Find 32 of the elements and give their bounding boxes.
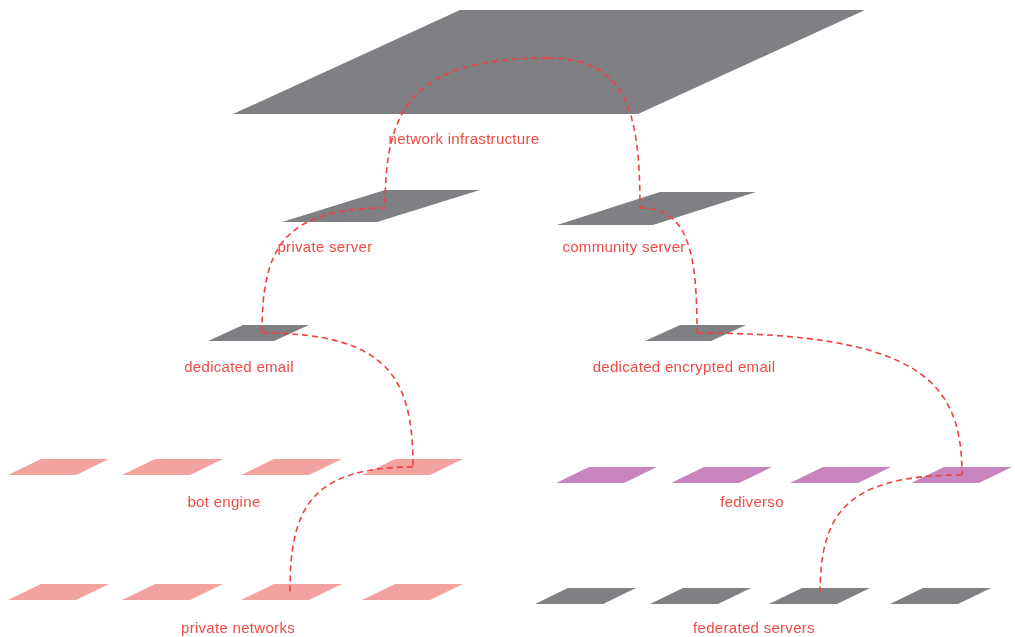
connector-line [289,466,414,593]
platform-shape [241,584,342,600]
node-label: private server [277,238,373,255]
node-label: community server [562,238,686,255]
platform-shape [556,467,657,483]
connector-line [261,332,414,468]
connector-line [261,207,386,334]
platform-shape [911,467,1012,483]
platform-shape [122,459,223,475]
row-label: private networks [181,619,295,636]
platform-shape [241,459,342,475]
connector-line [384,57,549,209]
node-label: dedicated encrypted email [592,358,776,375]
connector-line [696,332,963,476]
platform-shape [671,467,772,483]
node-label: network infrastructure [388,130,540,147]
connector-line [639,207,698,334]
platform-shape [362,459,463,475]
platform-shape [650,588,751,604]
platform-shape [535,588,636,604]
platform-shape [362,584,463,600]
platform-shape [790,467,891,483]
platform-shape [8,584,109,600]
row-label: fediverso [720,493,784,510]
connector-line [547,57,641,209]
platform-shape [890,588,991,604]
row-label: federated servers [693,619,815,636]
row-label: bot engine [187,493,261,510]
platform-shape [769,588,870,604]
platform-shape [122,584,223,600]
platform-shape [8,459,109,475]
node-label: dedicated email [184,358,294,375]
